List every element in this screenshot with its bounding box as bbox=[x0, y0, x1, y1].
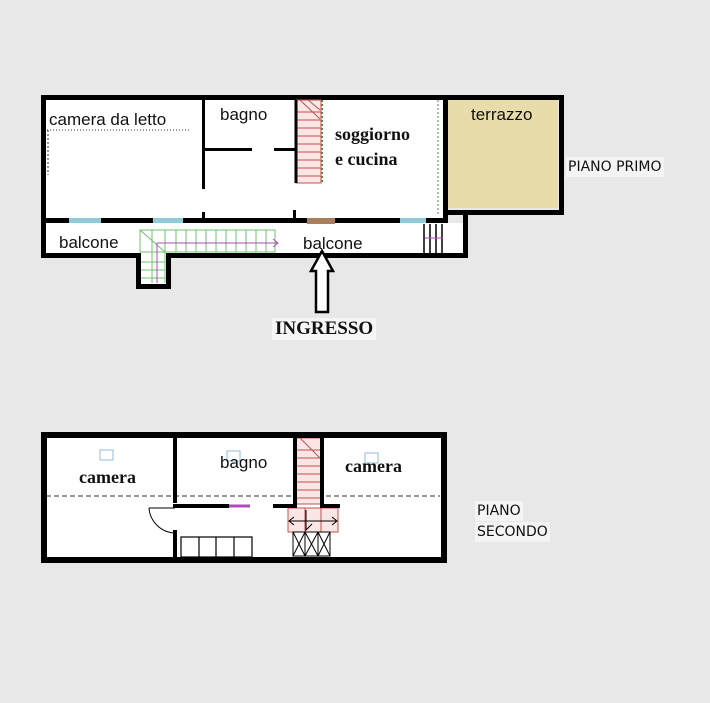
wall bbox=[41, 557, 447, 563]
skylight-icon bbox=[226, 450, 241, 462]
room-label-camera-da-letto: camera da letto bbox=[49, 110, 167, 129]
wall bbox=[136, 253, 141, 289]
wall bbox=[41, 218, 69, 223]
wall bbox=[335, 218, 400, 223]
entrance-label: INGRESSO bbox=[272, 318, 377, 340]
wall bbox=[101, 218, 153, 223]
wall bbox=[173, 504, 229, 508]
wall bbox=[320, 504, 340, 508]
wall bbox=[202, 212, 205, 220]
wall bbox=[202, 148, 252, 151]
interior-area bbox=[45, 99, 443, 219]
wall bbox=[426, 218, 448, 223]
wall bbox=[173, 530, 177, 558]
wall bbox=[443, 210, 564, 215]
wall bbox=[41, 432, 447, 438]
balcony-area bbox=[45, 223, 465, 254]
staircase-icon bbox=[287, 437, 339, 533]
entrance-door bbox=[307, 218, 335, 224]
room-label-bagno: bagno bbox=[220, 105, 268, 124]
floor-label-piano-secondo-1: PIANO bbox=[475, 501, 523, 521]
room-label-balcone-left: balcone bbox=[59, 233, 119, 252]
wall bbox=[559, 95, 564, 215]
terrace-floor bbox=[448, 100, 558, 208]
wall bbox=[443, 95, 448, 220]
wall bbox=[273, 504, 297, 508]
wall bbox=[320, 436, 324, 506]
wall bbox=[173, 436, 177, 503]
wall bbox=[166, 253, 468, 258]
floor-label-piano-secondo-2: SECONDO bbox=[475, 522, 550, 542]
room-label-terrazzo: terrazzo bbox=[471, 105, 533, 124]
wall bbox=[441, 432, 447, 563]
wall bbox=[136, 284, 171, 289]
room-label-camera-left: camera bbox=[79, 467, 136, 487]
wall bbox=[443, 95, 564, 100]
floor-label-piano-primo: PIANO PRIMO bbox=[566, 157, 664, 177]
wall bbox=[183, 218, 307, 223]
skylight-icon bbox=[99, 449, 114, 461]
window bbox=[153, 218, 183, 223]
wall bbox=[41, 432, 47, 563]
skylight-icon bbox=[364, 452, 379, 464]
entrance-arrow-icon bbox=[308, 248, 336, 314]
room-label-cucina: e cucina bbox=[335, 149, 398, 169]
room-label-camera-right: camera bbox=[345, 456, 402, 476]
wall bbox=[41, 95, 447, 100]
wall bbox=[293, 436, 297, 506]
room-label-soggiorno: soggiorno bbox=[335, 124, 411, 144]
wall bbox=[274, 148, 296, 151]
wall bbox=[166, 253, 171, 289]
wall bbox=[41, 95, 46, 257]
room-label-bagno: bagno bbox=[220, 453, 268, 472]
wall bbox=[202, 99, 205, 189]
room-label-balcone-right: balcone bbox=[303, 234, 363, 253]
balcony-staircase-icon bbox=[139, 229, 276, 283]
wall bbox=[293, 210, 296, 220]
wall bbox=[463, 212, 468, 258]
window bbox=[69, 218, 101, 223]
staircase-icon bbox=[295, 99, 322, 184]
window bbox=[400, 218, 426, 223]
stair-landing-area bbox=[140, 254, 168, 284]
wall bbox=[41, 253, 140, 258]
